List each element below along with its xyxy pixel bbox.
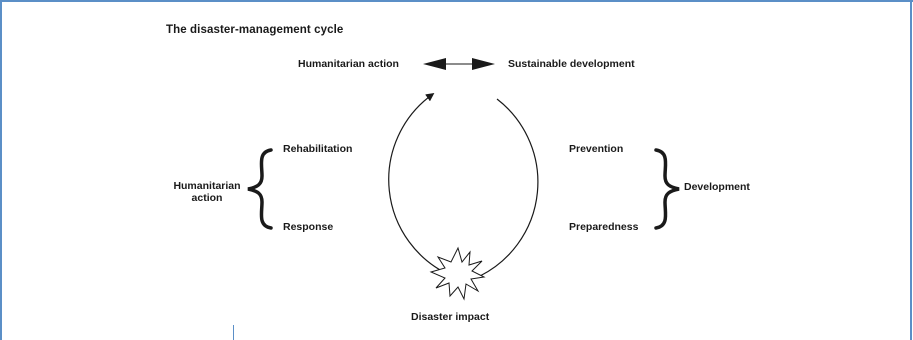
starburst-icon [429,246,486,301]
cycle-arc-left [388,93,453,277]
double-arrow-icon [423,58,495,70]
frame-border-right [910,0,912,340]
label-humanitarian-action-group: Humanitarian action [173,180,241,204]
left-brace-icon [247,148,273,230]
frame-divider [233,325,234,340]
label-sustainable-development: Sustainable development [508,58,635,70]
cycle-arc-right [479,98,539,277]
label-response: Response [283,221,334,233]
label-humanitarian-action-top: Humanitarian action [298,58,399,70]
diagram-title: The disaster-management cycle [166,24,344,36]
frame-border-left [0,0,2,340]
label-preparedness: Preparedness [569,221,639,233]
label-development: Development [684,181,750,193]
label-prevention: Prevention [569,143,624,155]
frame-border-top [0,0,913,2]
right-brace-icon [654,148,680,230]
label-rehabilitation: Rehabilitation [283,143,353,155]
label-disaster-impact: Disaster impact [411,311,490,323]
